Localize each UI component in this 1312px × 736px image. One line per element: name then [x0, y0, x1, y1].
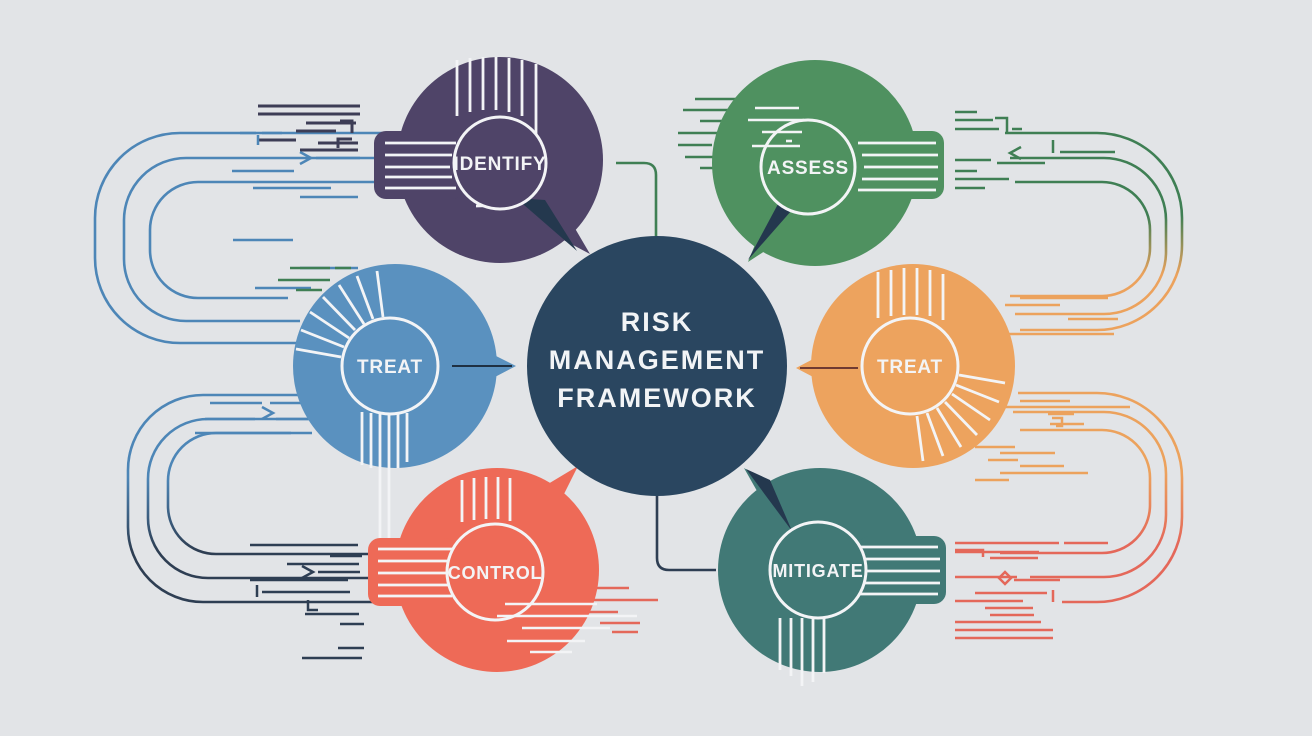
treat-left-trace-lines — [295, 270, 409, 555]
left-lower-loop — [126, 393, 458, 604]
mitigate-inner-circle — [768, 520, 868, 620]
left-upper-loop — [93, 131, 468, 345]
assess-trace-lines — [858, 141, 938, 192]
assess-label: ASSESS — [767, 158, 849, 179]
treat-right-trace-lines — [876, 268, 1006, 462]
hub-connectors — [616, 161, 716, 572]
center-title-line1: RISK — [621, 307, 694, 337]
control-label: CONTROL — [448, 563, 543, 583]
node-mitigate: MITIGATE — [718, 468, 946, 686]
node-control: CONTROL — [368, 466, 599, 672]
node-assess: ASSESS — [712, 60, 944, 266]
identify-inner-circle — [452, 115, 548, 211]
treat-right-inner-circle — [860, 316, 960, 416]
node-treat-right: TREAT — [796, 264, 1015, 468]
treat-left-label: TREAT — [357, 357, 423, 378]
identify-label: IDENTIFY — [454, 154, 547, 175]
white-speed-dashes — [497, 106, 804, 654]
identify-trace-lines — [385, 57, 538, 208]
identify-tab — [374, 131, 464, 199]
mitigate-label: MITIGATE — [772, 561, 863, 581]
mitigate-pointer-icon — [746, 469, 792, 531]
identify-pointer-icon — [516, 198, 577, 251]
node-identify: IDENTIFY — [374, 57, 603, 263]
right-lower-loop — [1000, 391, 1184, 604]
treat-left-inner-circle — [340, 316, 440, 416]
treat-right-label: TREAT — [877, 357, 943, 378]
bottom-elbow-connector — [655, 494, 716, 572]
center-circle — [527, 236, 787, 496]
assess-inner-circle — [759, 118, 857, 216]
node-treat-left: TREAT — [293, 264, 516, 555]
right-upper-loop — [1005, 131, 1184, 332]
circuit-dashes — [195, 97, 1130, 660]
mitigate-trace-lines — [778, 545, 940, 686]
control-trace-lines — [378, 477, 512, 598]
assess-tab — [858, 131, 944, 199]
center-title-line3: FRAMEWORK — [557, 383, 756, 413]
top-elbow-connector — [616, 161, 658, 238]
center-title-line2: MANAGEMENT — [549, 345, 766, 375]
control-inner-circle — [445, 522, 545, 622]
center-hub: RISK MANAGEMENT FRAMEWORK — [527, 236, 787, 496]
